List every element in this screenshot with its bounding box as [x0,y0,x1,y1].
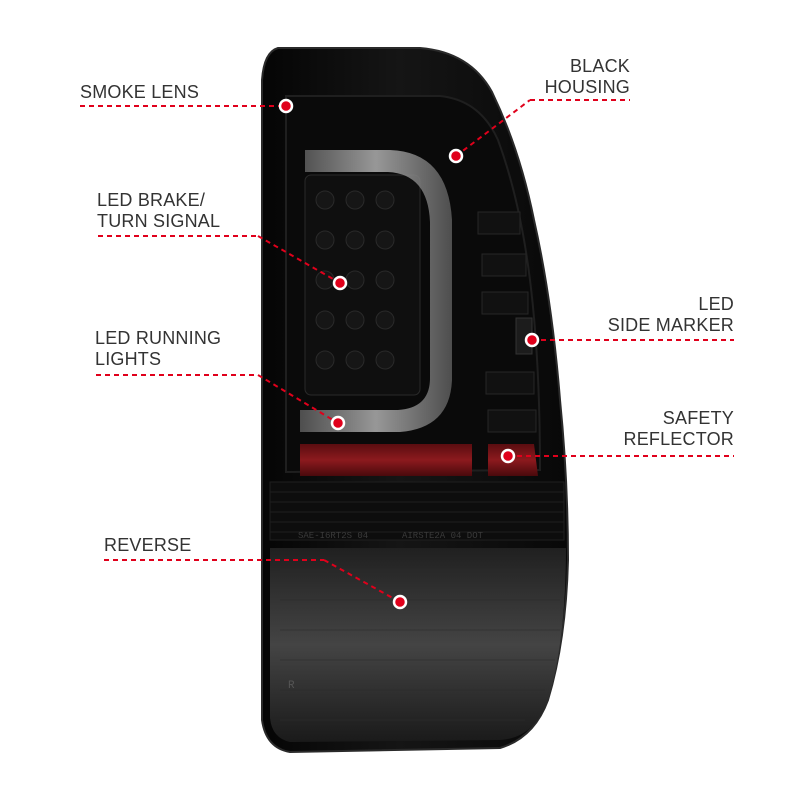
led-side-marker-label-2: SIDE MARKER [607,315,734,335]
lens-code-right: AIRSTE2A 04 DOT [402,531,484,541]
dot-safety-reflector [500,448,516,464]
safety-reflector-label-2: REFLECTOR [623,429,734,449]
black-housing-label-2: HOUSING [544,77,630,97]
black-housing-label-1: BLACK [569,56,630,76]
safety-reflector-main [300,444,472,476]
callout-smoke-lens: SMOKE LENS [80,82,199,103]
led-running-label-1: LED RUNNING [95,328,222,348]
led-running-label-2: LIGHTS [95,349,162,369]
callout-led-brake: LED BRAKE/ TURN SIGNAL [97,190,220,232]
led-brake-label-2: TURN SIGNAL [97,211,221,231]
led-running-light-bar [300,150,452,432]
callout-safety-reflector: SAFETY REFLECTOR [604,408,734,450]
lens-corner-mark: R [288,680,295,692]
dot-led-brake [332,275,348,291]
safety-reflector-label-1: SAFETY [662,408,734,428]
side-ribs [477,211,537,433]
dot-led-running [330,415,346,431]
callout-reverse: REVERSE [104,535,191,556]
led-brake-grid [304,174,421,396]
dot-reverse [392,594,408,610]
smoke-lens-label: SMOKE LENS [80,82,200,102]
reverse-label: REVERSE [104,535,192,555]
dot-led-side-marker [524,332,540,348]
led-side-marker-label-1: LED [698,294,734,314]
callout-led-running: LED RUNNING LIGHTS [95,328,221,370]
dot-black-housing [448,148,464,164]
reverse-lens-texture [280,569,560,721]
dot-smoke-lens [278,98,294,114]
ribbed-band [269,481,565,541]
callout-led-side-marker: LED SIDE MARKER [584,294,734,336]
callout-black-housing: BLACK HOUSING [500,56,630,98]
lens-code-left: SAE-I6RT2S 04 [298,531,368,541]
reverse-lens [270,548,566,742]
led-brake-label-1: LED BRAKE/ [97,190,206,210]
